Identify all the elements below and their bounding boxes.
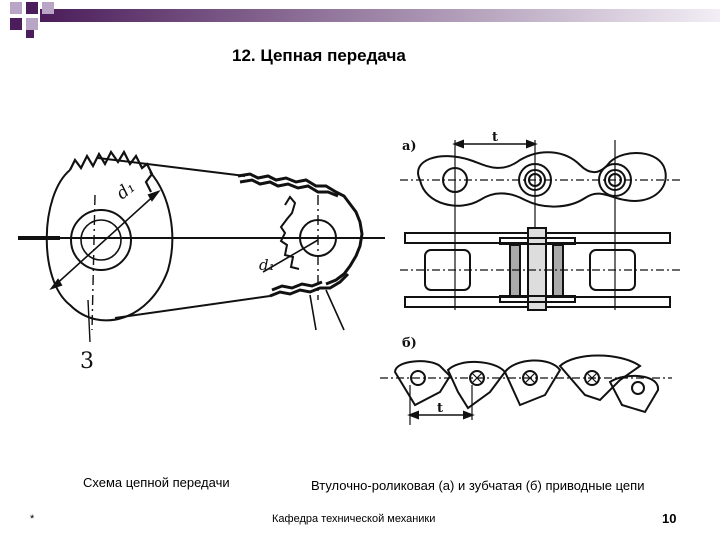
- label-pitch-a: t: [492, 130, 498, 145]
- dimension-line-big: [51, 191, 159, 289]
- label-part-3: 3: [80, 349, 94, 374]
- label-pitch-b: t: [437, 401, 443, 416]
- label-d1-small: d₁: [259, 256, 275, 274]
- footer-marker: *: [30, 513, 35, 525]
- roller-chain-view-a: [400, 139, 680, 311]
- chain-drive-scheme: [18, 149, 385, 343]
- label-view-a: а): [402, 139, 417, 154]
- pin-section: [527, 227, 547, 311]
- page-number: 10: [662, 511, 677, 526]
- caption-left: Схема цепной передачи: [83, 475, 230, 490]
- chain-links-upper: [237, 172, 364, 286]
- footer-department: Кафедра технической механики: [272, 513, 436, 525]
- big-sprocket-outline: [45, 169, 174, 322]
- vertical-center-line: [91, 194, 96, 331]
- decor-square: [42, 2, 54, 14]
- decor-square: [26, 18, 38, 30]
- top-decor-bar: [10, 2, 720, 38]
- chain-upper-strand: [97, 157, 246, 177]
- decor-square: [10, 18, 22, 30]
- small-sprocket-outline: [279, 195, 300, 270]
- caption-right: Втулочно-роликовая (а) и зубчатая (б) пр…: [311, 478, 645, 493]
- label-d1-big: d₁: [113, 177, 139, 204]
- big-sprocket-teeth: [69, 149, 154, 193]
- chain-lower-strand: [114, 295, 271, 319]
- toothed-chain-view-b: [380, 354, 672, 425]
- slide-title: 12. Цепная передача: [232, 46, 406, 65]
- chain-links-lower: [269, 272, 350, 298]
- decor-square: [26, 30, 34, 38]
- decor-square: [10, 2, 22, 14]
- decor-square: [26, 2, 38, 14]
- label-view-b: б): [402, 336, 417, 351]
- diagram-labels: d₁ d₁ 3 а) б) t t: [80, 130, 498, 416]
- dimension-line-small: [262, 239, 319, 273]
- big-sprocket-hub: [70, 209, 132, 271]
